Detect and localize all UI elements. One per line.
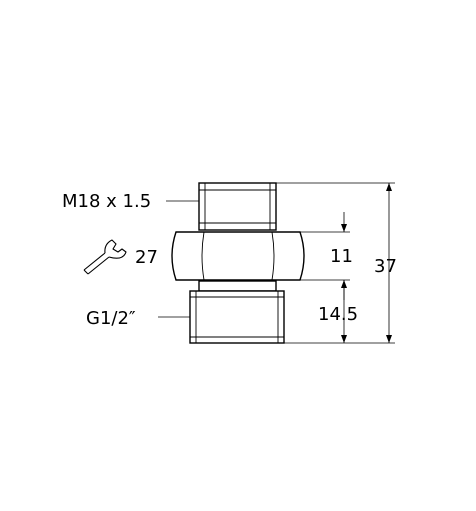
dimension-bottom-height (341, 280, 347, 343)
bottom-height-label: 14.5 (318, 304, 358, 325)
bottom-thread-section (189, 290, 285, 344)
dimension-total-height (386, 183, 392, 343)
thread-bottom-label: G1/2″ (86, 308, 136, 329)
thread-top-label: M18 x 1.5 (62, 191, 151, 212)
top-thread-section (198, 182, 277, 231)
wrench-size-label: 27 (135, 247, 158, 268)
hex-height-label: 11 (330, 246, 353, 267)
wrench-icon (83, 239, 127, 275)
total-height-label: 37 (374, 256, 397, 277)
neck (198, 280, 277, 292)
hex-nut (171, 231, 305, 281)
